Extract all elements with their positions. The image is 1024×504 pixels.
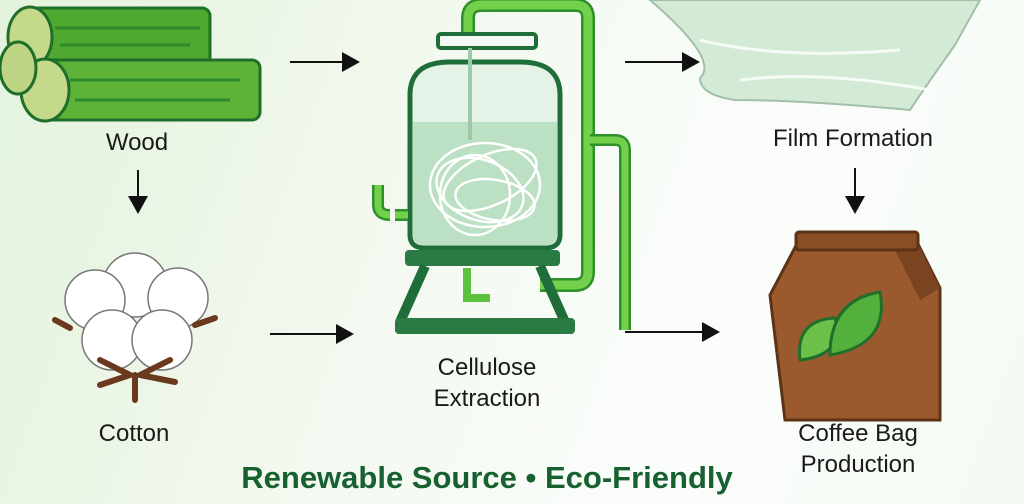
flow-arrows: [128, 52, 865, 344]
label-cotton: Cotton: [98, 420, 170, 447]
label-line: Extraction: [433, 385, 541, 412]
label-film-formation: Film Formation: [772, 125, 934, 152]
tagline: Renewable Source • Eco-Friendly: [241, 460, 733, 495]
cotton-icon: [52, 252, 218, 403]
label-wood: Wood: [105, 129, 169, 156]
coffee-bag-icon: [768, 230, 942, 422]
film-sheet-icon: [648, 0, 982, 112]
label-line: Coffee Bag: [798, 420, 918, 447]
extraction-tank-icon: [372, 0, 631, 334]
label-coffee-bag-production: Coffee Bag Production: [798, 418, 918, 480]
label-line: Cellulose: [437, 354, 537, 381]
label-cellulose-extraction: Cellulose Extraction: [434, 352, 541, 414]
label-line: Production: [800, 451, 916, 478]
wood-logs-icon: [0, 5, 262, 123]
